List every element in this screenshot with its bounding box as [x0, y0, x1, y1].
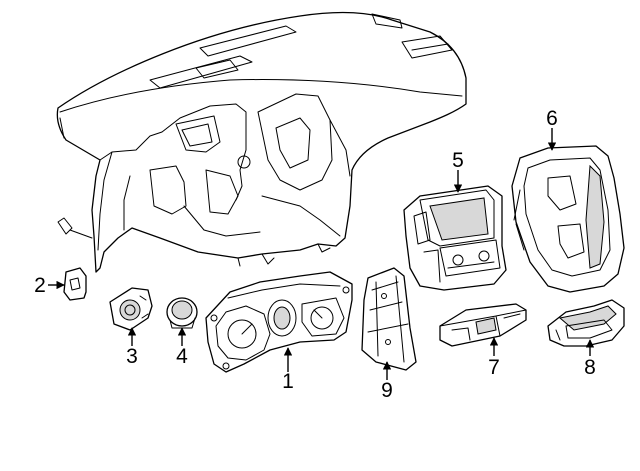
callout-labels: 1 2 3 4 5 6 7 8 9 — [34, 107, 596, 402]
part-8-switch-panel — [547, 299, 625, 347]
leader-lines — [48, 128, 595, 380]
callout-5: 5 — [452, 149, 464, 172]
callout-8: 8 — [584, 356, 596, 379]
part-7-receiver-module — [439, 303, 527, 347]
part-4-push-button — [166, 297, 198, 329]
part-9-module — [361, 267, 417, 371]
callout-1: 1 — [282, 370, 294, 393]
callout-4: 4 — [176, 345, 188, 368]
callout-3: 3 — [126, 345, 138, 368]
callout-7: 7 — [488, 356, 500, 379]
part-5-radio-display — [403, 185, 507, 291]
callout-2: 2 — [34, 274, 46, 297]
callout-9: 9 — [381, 379, 393, 402]
part-1-instrument-cluster — [205, 271, 353, 373]
part-2-switch — [63, 267, 87, 301]
part-3-headlamp-switch — [109, 287, 153, 331]
callout-6: 6 — [546, 107, 558, 130]
part-6-trim-bezel — [511, 145, 625, 293]
instrument-panel — [56, 11, 467, 273]
